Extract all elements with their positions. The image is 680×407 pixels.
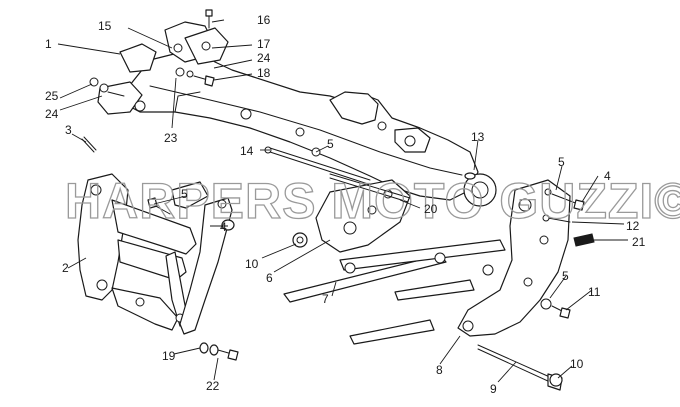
frame-bushing-front: [240, 108, 252, 120]
plate-hole: [134, 100, 146, 112]
callout-17: 17: [257, 37, 271, 51]
frame-hole: [404, 135, 416, 147]
callout-25: 25: [45, 89, 59, 103]
plate-hole: [539, 235, 549, 245]
callouts: 1 2 3 4 4 5 5 5 5 6 7 8 9 10 10 11 12 13…: [45, 13, 646, 396]
callout-5-right-top: 5: [558, 155, 565, 169]
plate-hole: [523, 277, 533, 287]
callout-22: 22: [206, 379, 220, 393]
callout-2: 2: [62, 261, 69, 275]
callout-18: 18: [257, 66, 271, 80]
clamp-21: [573, 233, 595, 247]
frame-hole: [377, 121, 387, 131]
callout-1: 1: [45, 37, 52, 51]
front-cradle: [77, 173, 197, 331]
plate-bushing: [343, 221, 357, 235]
main-frame-spine: [117, 47, 479, 201]
callout-16: 16: [257, 13, 271, 27]
callout-15: 15: [98, 19, 112, 33]
callout-3: 3: [65, 123, 72, 137]
upper-mount-plates: [97, 21, 229, 115]
callout-5-left: 5: [181, 187, 188, 201]
callout-11: 11: [588, 285, 601, 299]
plate-hole: [462, 320, 474, 332]
callout-10-right: 10: [570, 357, 584, 371]
callout-5-right-bottom: 5: [562, 269, 569, 283]
pivot-hub: [463, 172, 497, 207]
fasteners: [81, 9, 585, 387]
plate-bushing: [518, 198, 532, 212]
callout-10-left: 10: [245, 257, 259, 271]
callout-24-top: 24: [257, 51, 271, 65]
cradle-hole: [90, 184, 102, 196]
crossmember-end: [434, 252, 446, 264]
rear-right-plate: [457, 179, 595, 337]
crossmember-end: [344, 262, 356, 274]
tube-hole: [217, 199, 227, 209]
callout-9: 9: [490, 382, 497, 396]
callout-13: 13: [471, 130, 485, 144]
callout-14: 14: [240, 144, 254, 158]
frame-hole: [295, 127, 305, 137]
callout-21: 21: [632, 235, 646, 249]
plate-hole: [201, 41, 211, 51]
callout-8: 8: [436, 363, 443, 377]
front-down-tube-bracket: [171, 181, 233, 335]
cradle-hole: [96, 279, 108, 291]
callout-20: 20: [424, 202, 438, 216]
central-side-plate: [315, 179, 411, 253]
cradle-hole: [135, 297, 145, 307]
crossmember-end: [482, 264, 494, 276]
lower-crossmembers: [283, 239, 506, 345]
plate-hole: [367, 205, 377, 215]
bolt-20: [329, 173, 411, 203]
callout-6: 6: [266, 271, 273, 285]
callout-4-left: 4: [220, 220, 227, 234]
callout-4-right: 4: [604, 169, 611, 183]
callout-23: 23: [164, 131, 178, 145]
callout-24-left: 24: [45, 107, 59, 121]
callout-19: 19: [162, 349, 176, 363]
plate-hole: [173, 43, 183, 53]
watermark: HARPERS MOTO GUZZI©: [65, 173, 680, 229]
callout-5-centre: 5: [327, 137, 334, 151]
callout-7: 7: [322, 292, 329, 306]
callout-12: 12: [626, 219, 640, 233]
leader-lines: [57, 19, 628, 383]
